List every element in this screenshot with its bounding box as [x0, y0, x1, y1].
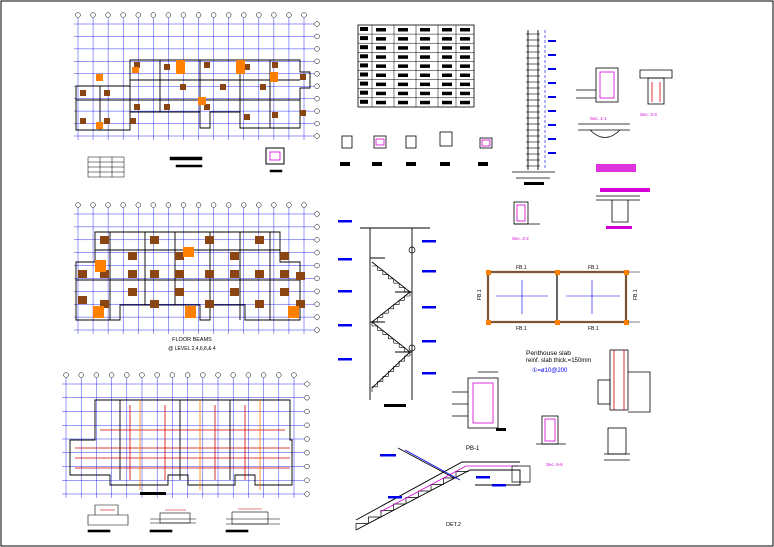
- footing-details: [87, 504, 280, 533]
- sec-1-1-label: Sec. 1-1: [590, 116, 607, 121]
- plan-1-legend: [87, 147, 285, 178]
- beam-schedule-table: [357, 24, 475, 108]
- beam-section-middle: [452, 371, 506, 431]
- penthouse-thickness: reinf. slab thick.=150mm: [526, 358, 591, 364]
- floor-plan-2: [74, 202, 320, 334]
- column-elevation: [512, 30, 556, 185]
- pb1-title: PB-1: [466, 446, 480, 452]
- beam-sections-row: [341, 131, 493, 149]
- fb1-top-left: FB.1: [516, 265, 527, 271]
- fb1-top-right: FB.1: [588, 265, 599, 271]
- stair-section: [338, 220, 436, 407]
- column-beam-details: [536, 349, 651, 461]
- sec-2-2-label: Sec. 2-2: [512, 236, 529, 241]
- column-detail-small: [513, 201, 540, 225]
- sec-3-3-label: Sec. 3-3: [640, 112, 657, 117]
- fb1-bottom-right: FB.1: [588, 326, 599, 332]
- penthouse-rebar: ①=ø10@200: [532, 367, 568, 374]
- foundation-plan: [62, 372, 310, 498]
- penthouse-title: Penthouse slab: [526, 350, 571, 357]
- fb1-left: FB.1: [477, 289, 483, 300]
- det2-title: DET.2: [446, 522, 461, 528]
- fb1-bottom-left: FB.1: [516, 326, 527, 332]
- pb1-stair-detail: [355, 447, 531, 531]
- floor-beams-title: FLOOR BEAMS: [172, 337, 212, 343]
- slab-plan: [486, 270, 640, 325]
- slab-section-details: [576, 67, 673, 229]
- floor-beams-level: @ LEVEL 2,4,6,8,& 4: [168, 346, 216, 352]
- floor-plan-1: [74, 12, 320, 140]
- fb1-right: FB.1: [633, 289, 639, 300]
- sec-6-6-label: Sec. 6-6: [546, 462, 563, 467]
